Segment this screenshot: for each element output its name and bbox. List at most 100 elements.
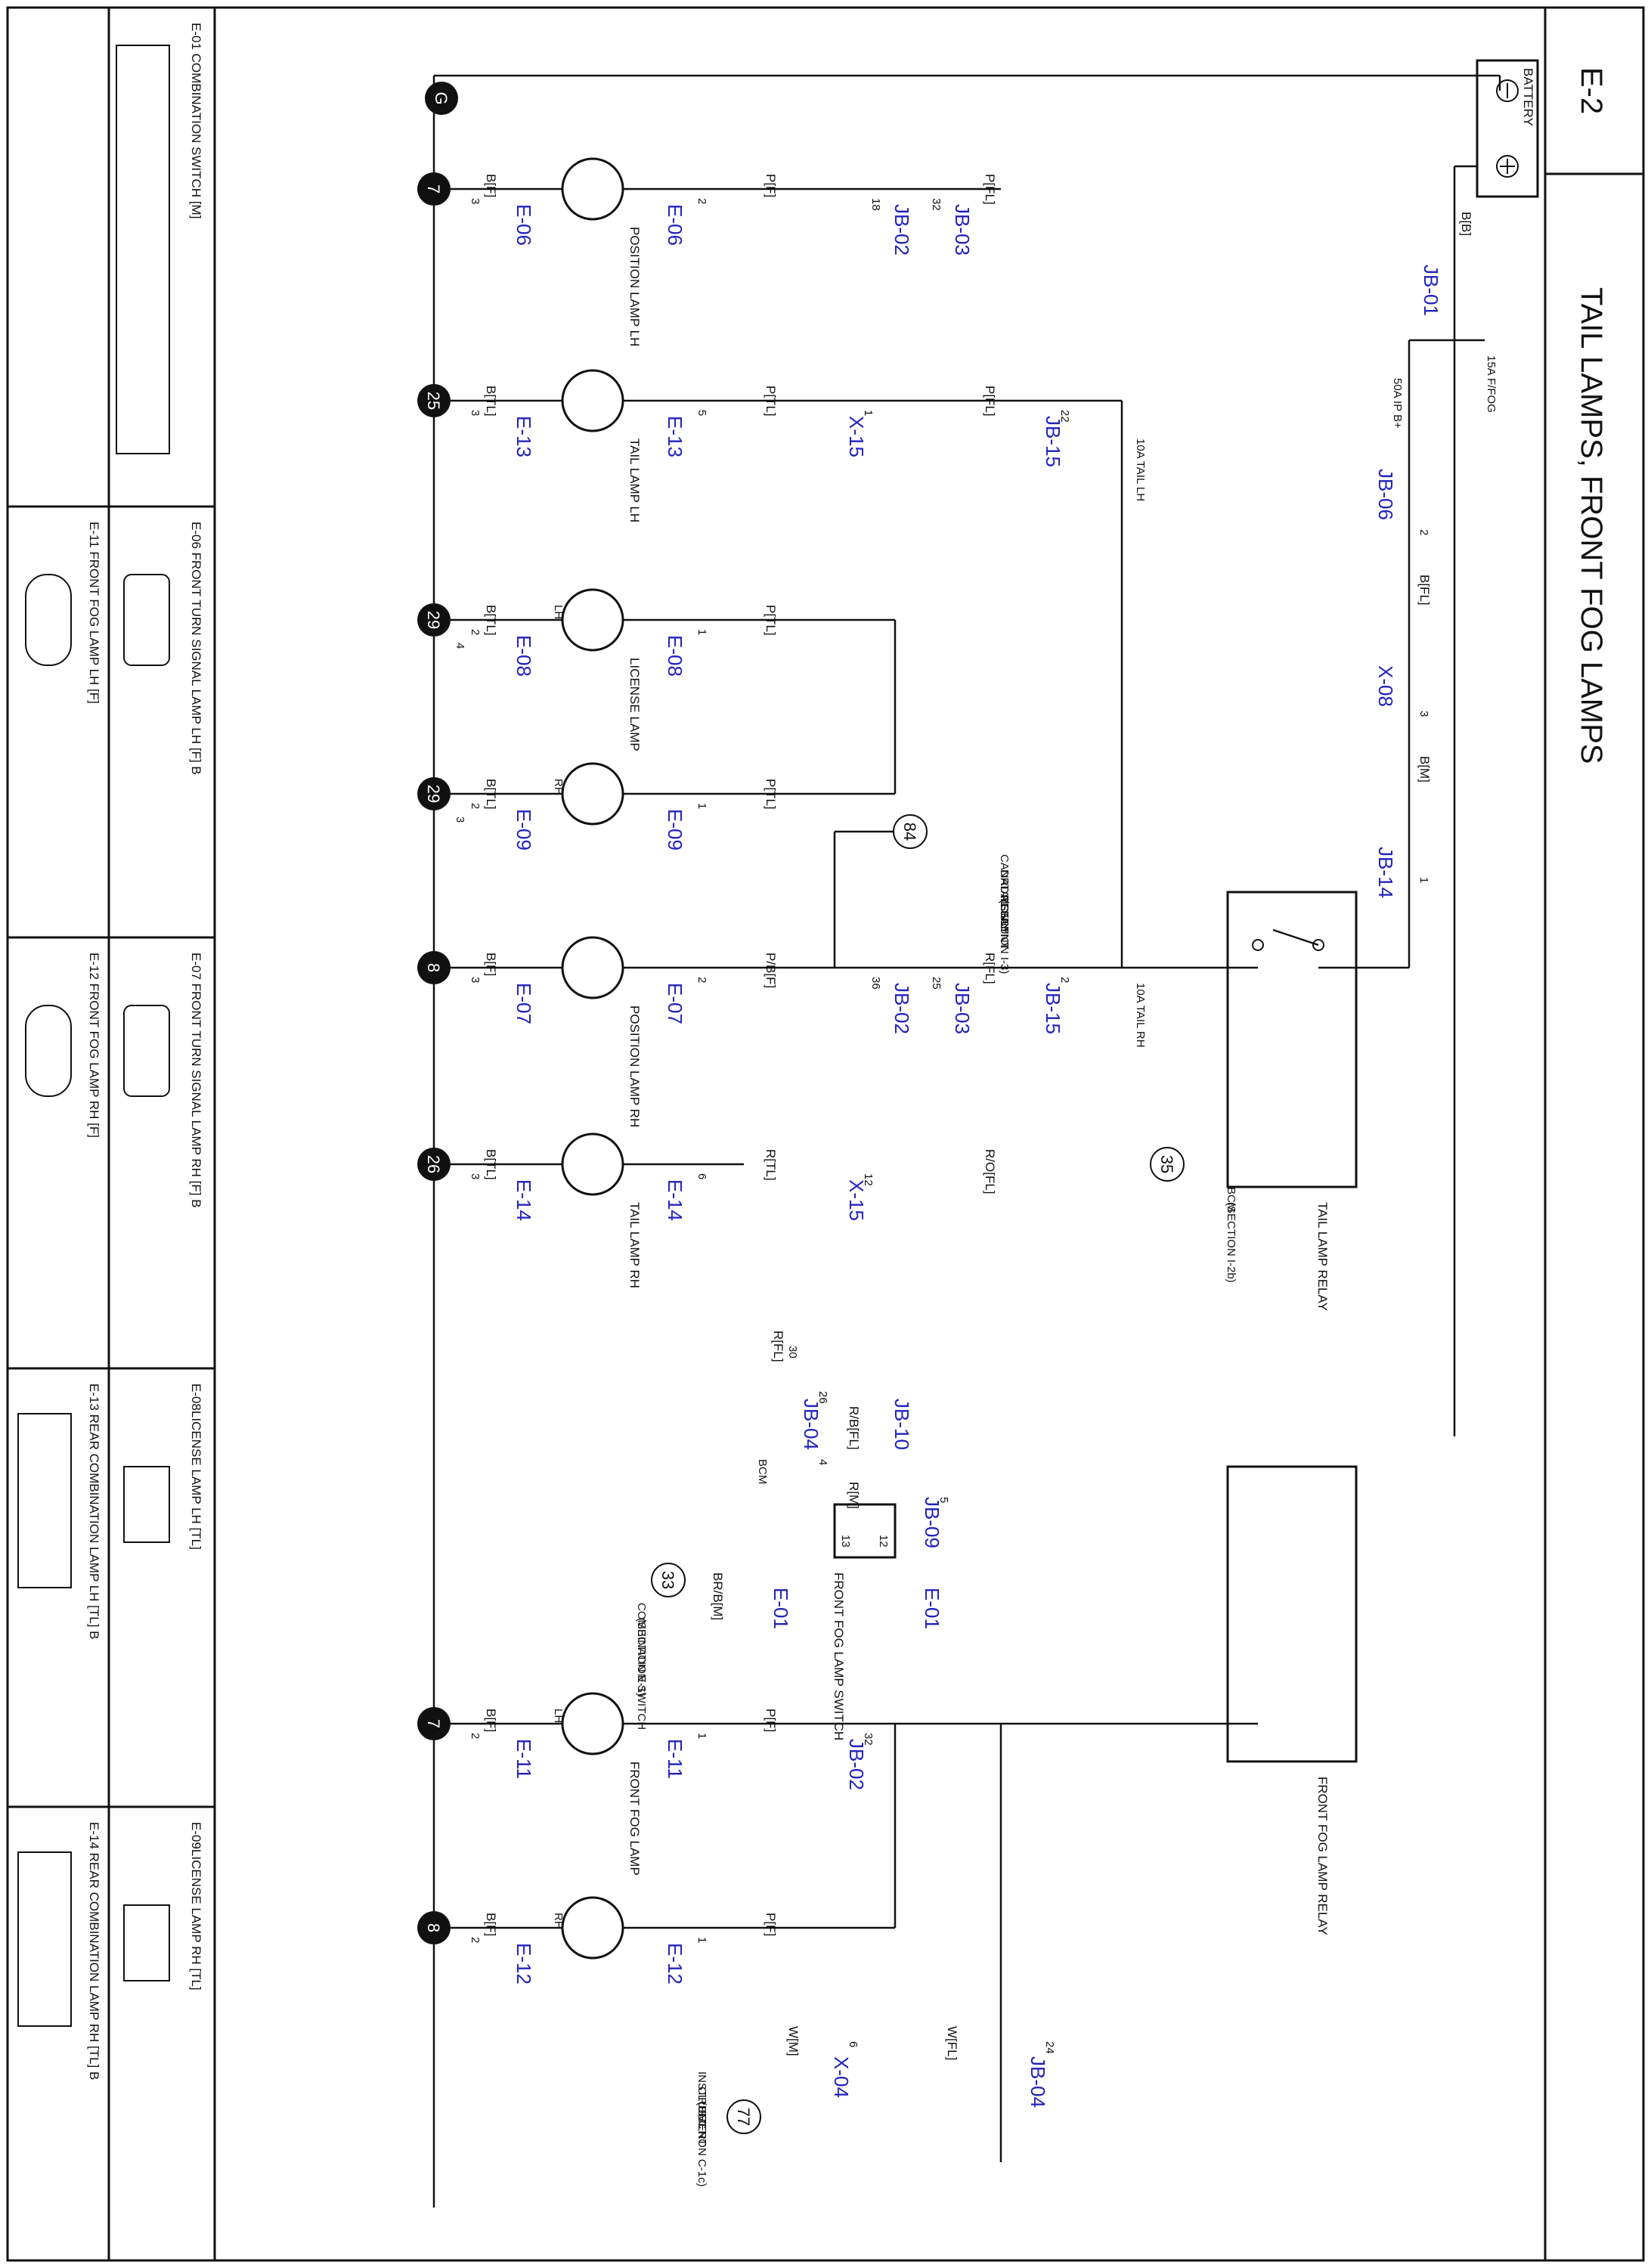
pin-label: 3 bbox=[1417, 711, 1430, 717]
wire-label: W[FL] bbox=[945, 2026, 959, 2060]
connector-view-e11 bbox=[25, 574, 72, 666]
pin-label: 1 bbox=[862, 410, 875, 416]
pin-label: 24 bbox=[1043, 2041, 1056, 2054]
pin-label: 2 bbox=[469, 1937, 482, 1943]
pin-label: 3 bbox=[469, 977, 482, 983]
bcm-label: BCM bbox=[756, 1459, 769, 1484]
connector-label: E-13 bbox=[664, 416, 686, 457]
svg-text:DRL RELAY: DRL RELAY bbox=[998, 869, 1011, 931]
pin-label: 12 bbox=[862, 1173, 875, 1186]
connector-label: JB-02 bbox=[891, 983, 913, 1034]
pin-label: 3 bbox=[469, 410, 482, 416]
ground-symbol: G bbox=[425, 82, 458, 115]
wire-label: BR/B[M] bbox=[711, 1572, 725, 1620]
connector-view-title: E-06 FRONT TURN SIGNAL LAMP LH [F] B bbox=[189, 522, 203, 775]
pin-label: 22 bbox=[1058, 410, 1071, 423]
connector-view-title: E-07 FRONT TURN SIGNAL LAMP RH [F] B bbox=[189, 953, 203, 1208]
connector-label: E-09 bbox=[513, 809, 535, 850]
connector-label: X-15 bbox=[845, 416, 868, 457]
pin-label: 1 bbox=[695, 1937, 708, 1943]
connector-view-e07 bbox=[123, 1005, 170, 1097]
wire-label: B[B] bbox=[1459, 212, 1473, 236]
wire-label: R[FL] bbox=[771, 1331, 785, 1362]
svg-text:8: 8 bbox=[424, 963, 443, 972]
connector-label: E-01 bbox=[770, 1588, 792, 1629]
ground-point: 8 bbox=[417, 951, 451, 984]
connector-label: JB-03 bbox=[951, 983, 974, 1034]
wire-label: B[TL] bbox=[484, 605, 498, 636]
wire-label: P[TL] bbox=[764, 605, 778, 636]
tail-lamp-relay bbox=[1226, 891, 1358, 1188]
connector-label: JB-15 bbox=[1042, 416, 1064, 467]
svg-text:25: 25 bbox=[424, 392, 443, 410]
svg-text:POSITION LAMP LH: POSITION LAMP LH bbox=[627, 227, 642, 346]
wire-label: B[F] bbox=[484, 1709, 498, 1732]
ground-point: 7 bbox=[417, 1707, 451, 1740]
wire-label: R/O[FL] bbox=[983, 1149, 997, 1194]
svg-text:33: 33 bbox=[658, 1571, 677, 1589]
battery-positive-terminal bbox=[1496, 155, 1519, 178]
lamp-fog-lh: FRONT FOG LAMP LH bbox=[552, 1692, 642, 1876]
pin-label: 2 bbox=[469, 1733, 482, 1739]
connector-view-title: E-12 FRONT FOG LAMP RH [F] bbox=[87, 953, 101, 1138]
connector-view-e13 bbox=[17, 1413, 72, 1588]
connector-label: X-15 bbox=[845, 1179, 868, 1221]
page-code: E-2 bbox=[1575, 67, 1608, 114]
pin-label: 1 bbox=[1417, 877, 1430, 883]
lamp-license-rh: RH bbox=[552, 762, 624, 826]
ref-33: 33 COMBINATION SWITCH (SECTION E-1) bbox=[635, 1563, 686, 1730]
svg-text:LH: LH bbox=[552, 605, 565, 619]
pin-label: 2 bbox=[469, 629, 482, 635]
ref-35: 35 BCM (SECTION I-2b) bbox=[1150, 1147, 1237, 1283]
connector-view-title: E-11 FRONT FOG LAMP LH [F] bbox=[87, 522, 101, 704]
battery-negative-terminal bbox=[1496, 79, 1519, 102]
wire-label: P[FL] bbox=[983, 174, 997, 205]
connector-view-title: E-13 REAR COMBINATION LAMP LH [TL] B bbox=[87, 1383, 101, 1640]
connector-label: JB-09 bbox=[921, 1497, 943, 1548]
ground-subpin: 3 bbox=[454, 816, 466, 823]
pin-label: 6 bbox=[847, 2041, 860, 2047]
connector-label: E-12 bbox=[513, 1943, 535, 1984]
pin-label: 4 bbox=[816, 1459, 829, 1465]
connector-label: JB-04 bbox=[1027, 2056, 1049, 2108]
connector-label: E-06 bbox=[664, 204, 686, 246]
svg-text:LH: LH bbox=[552, 1709, 565, 1723]
connector-label: JB-02 bbox=[891, 204, 913, 256]
ref-84: 84 CANADA ONLY DRL RELAY TAIL SHUNT (SEC… bbox=[893, 814, 1011, 974]
connector-label: JB-02 bbox=[845, 1739, 868, 1790]
svg-text:84: 84 bbox=[900, 823, 919, 841]
svg-text:RH: RH bbox=[552, 779, 565, 795]
fuse-label: 10A TAIL RH bbox=[1134, 983, 1147, 1048]
pin-label: 3 bbox=[469, 198, 482, 204]
ground-point: 29 bbox=[417, 603, 451, 637]
wire-label: R[TL] bbox=[764, 1149, 778, 1181]
svg-text:LICENSE LAMP: LICENSE LAMP bbox=[627, 658, 642, 751]
svg-text:7: 7 bbox=[424, 184, 443, 194]
svg-text:7: 7 bbox=[424, 1719, 443, 1728]
outer-frame bbox=[6, 6, 1645, 2262]
pin-label: 5 bbox=[937, 1497, 950, 1503]
wire-label: R[FL] bbox=[983, 953, 997, 984]
svg-text:29: 29 bbox=[424, 785, 443, 803]
ground-point: 26 bbox=[417, 1148, 451, 1181]
connector-label: JB-06 bbox=[1374, 469, 1397, 520]
connector-view-e01 bbox=[116, 45, 170, 454]
wire-label: B[F] bbox=[484, 953, 498, 976]
svg-text:COMBINATION SWITCH: COMBINATION SWITCH bbox=[635, 1603, 648, 1730]
wire-label: W[M] bbox=[786, 2026, 801, 2056]
wire-label: P[F] bbox=[764, 1709, 778, 1732]
pin-label: 30 bbox=[786, 1346, 799, 1359]
pin-label: 32 bbox=[862, 1733, 875, 1746]
connector-view-e14 bbox=[17, 1851, 72, 2027]
svg-text:CANADA ONLY: CANADA ONLY bbox=[998, 854, 1011, 934]
lamp-tail-rh: TAIL LAMP RH bbox=[561, 1132, 642, 1288]
lamp-position-lh: POSITION LAMP LH bbox=[561, 157, 642, 346]
pin-label: 6 bbox=[695, 1173, 708, 1179]
svg-text:8: 8 bbox=[424, 1923, 443, 1932]
svg-text:(SECTION C-1c): (SECTION C-1c) bbox=[695, 2102, 708, 2187]
ground-point: 25 bbox=[417, 384, 451, 417]
wire-label: P[F] bbox=[764, 174, 778, 197]
wire-label: P[TL] bbox=[764, 386, 778, 417]
pin-label: 1 bbox=[695, 803, 708, 809]
